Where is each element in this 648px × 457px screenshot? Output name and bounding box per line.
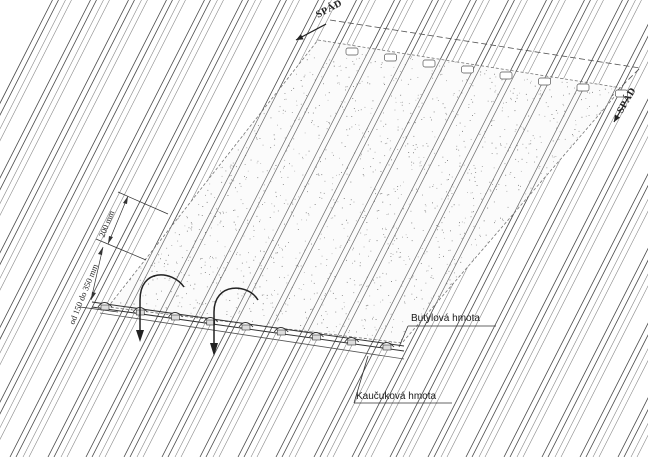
callout-butyl: Butylová hmota — [398, 313, 496, 348]
arrow-left-icon — [613, 97, 629, 123]
arrow-left-icon — [295, 23, 327, 41]
bottom-seam — [91, 301, 405, 360]
rubber-label: Kaučuková hmota — [356, 391, 436, 402]
curved-arrow-down-icon — [136, 274, 185, 342]
curved-arrow-down-icon — [210, 287, 259, 356]
upper-overlap-edge — [329, 19, 641, 98]
callout-rubber: Kaučuková hmota — [353, 355, 452, 404]
butyl-label: Butylová hmota — [411, 313, 480, 324]
